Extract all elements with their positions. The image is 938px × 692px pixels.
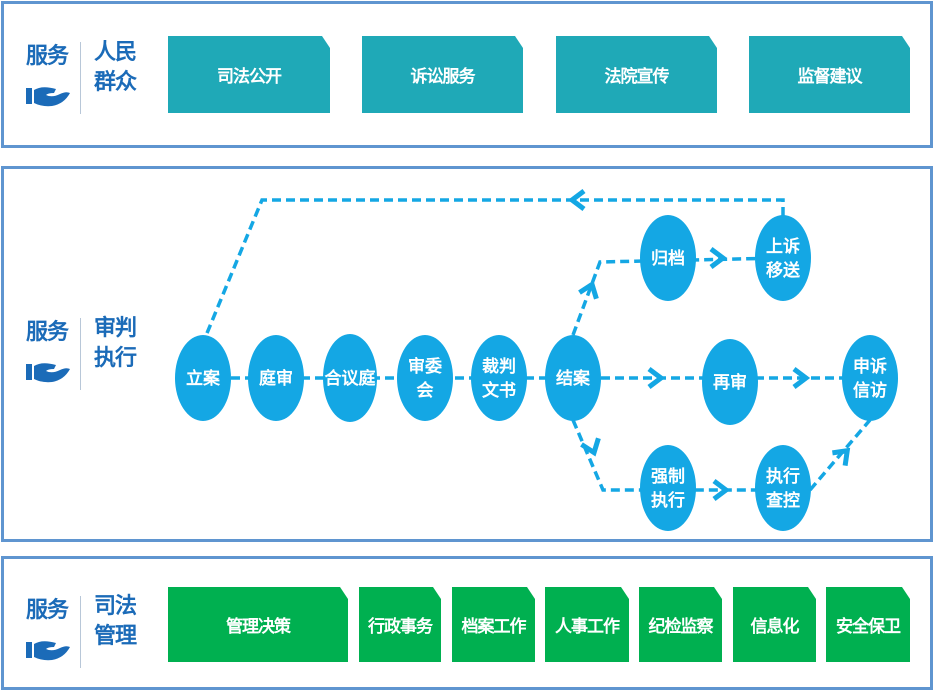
node-label: 信访 (853, 380, 887, 401)
service-label: 服务 (26, 598, 69, 623)
side-label-trial: 服务 审判 执行 (22, 314, 142, 394)
service-label: 服务 (26, 44, 69, 69)
edge-shangsu-lian (203, 198, 785, 339)
node-label: 执行 (766, 466, 800, 487)
hand-icon (26, 641, 70, 661)
flow-node-heyiting[interactable]: 合议庭 (323, 334, 377, 422)
btn-security[interactable]: 安全保卫 (826, 587, 910, 662)
btn-personnel-work[interactable]: 人事工作 (545, 587, 629, 662)
btn-litigation-service[interactable]: 诉讼服务 (362, 36, 523, 113)
arrow-icon (580, 437, 601, 457)
flow-node-shenweihui[interactable]: 审委会 (397, 335, 453, 421)
node-label: 会 (417, 380, 434, 401)
hand-icon (26, 363, 70, 383)
arrow-icon (647, 367, 666, 389)
btn-court-publicity[interactable]: 法院宣传 (556, 36, 717, 113)
node-label: 上诉 (766, 236, 800, 257)
node-ellipse (248, 335, 304, 421)
node-ellipse (755, 215, 811, 301)
node-label: 查控 (765, 490, 800, 511)
node-ellipse (702, 339, 758, 425)
node-ellipse (397, 335, 453, 421)
node-label: 移送 (766, 260, 801, 281)
btn-administrative-affairs[interactable]: 行政事务 (359, 587, 441, 662)
service-label: 服务 (26, 320, 69, 345)
node-label: 执行 (651, 490, 685, 511)
node-label: 合议庭 (325, 368, 376, 389)
node-label: 立案 (186, 368, 221, 389)
category-label: 人民 群众 (94, 40, 137, 95)
arrow-icon (712, 479, 731, 501)
arrow-icon (709, 247, 728, 269)
flow-node-tingshen[interactable]: 庭审 (248, 335, 304, 421)
node-ellipse (640, 215, 696, 301)
arrow-icon (578, 280, 599, 300)
btn-supervision-advice[interactable]: 监督建议 (749, 36, 910, 113)
category-label: 审判 执行 (94, 316, 137, 371)
node-label: 文书 (482, 380, 516, 401)
divider (80, 42, 81, 114)
node-label: 结案 (556, 368, 591, 389)
side-label-people: 服务 人民 群众 (22, 38, 142, 118)
category-label: 司法 管理 (94, 594, 137, 649)
node-ellipse (175, 335, 231, 421)
btn-archive-work[interactable]: 档案工作 (452, 587, 535, 662)
node-label: 归档 (651, 248, 685, 269)
flow-node-guidang[interactable]: 归档 (640, 215, 696, 301)
node-ellipse (640, 445, 696, 531)
divider (80, 596, 81, 668)
side-label-management: 服务 司法 管理 (22, 592, 142, 672)
node-ellipse (755, 445, 811, 531)
node-ellipse (545, 335, 601, 421)
node-label: 申诉 (853, 356, 887, 377)
node-label: 审委 (408, 356, 442, 377)
node-label: 强制 (651, 466, 685, 487)
hand-icon (26, 87, 70, 107)
node-ellipse (323, 334, 377, 422)
arrow-icon (832, 447, 851, 466)
arrow-icon (567, 189, 586, 211)
divider (80, 318, 81, 390)
node-label: 庭审 (259, 368, 293, 389)
edge-zhixing-shensu (808, 418, 872, 492)
node-ellipse (842, 335, 898, 421)
btn-discipline-inspection[interactable]: 纪检监察 (639, 587, 722, 662)
node-label: 再审 (713, 372, 747, 393)
flow-node-lian[interactable]: 立案 (175, 335, 231, 421)
arrow-icon (792, 367, 811, 389)
btn-judicial-openness[interactable]: 司法公开 (168, 36, 330, 113)
btn-management-decision[interactable]: 管理决策 (168, 587, 348, 662)
node-label: 裁判 (482, 356, 516, 377)
flow-node-jiean[interactable]: 结案 (545, 335, 601, 421)
btn-informatization[interactable]: 信息化 (733, 587, 816, 662)
node-ellipse (471, 335, 527, 421)
flow-node-zaishen[interactable]: 再审 (702, 339, 758, 425)
